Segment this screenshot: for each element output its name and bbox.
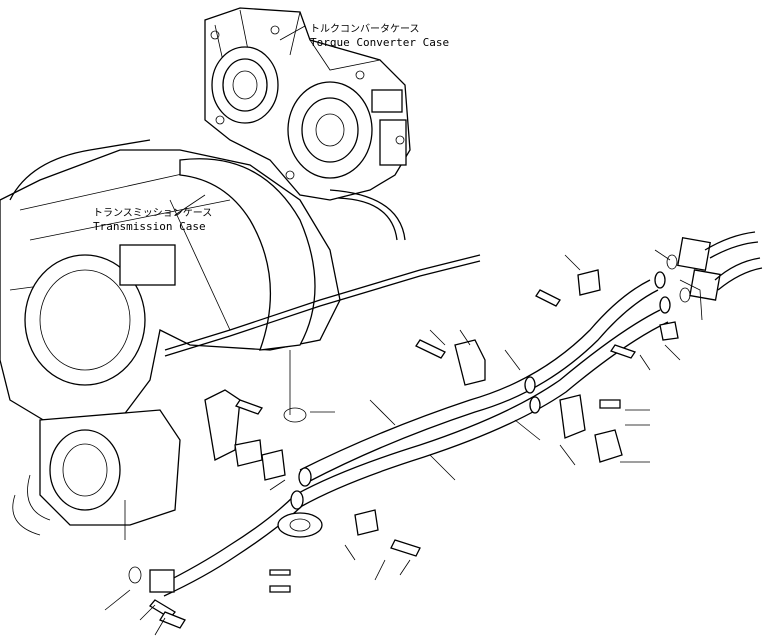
torque-converter-case-label-jp: トルクコンバータケース bbox=[310, 23, 420, 35]
hose-lower bbox=[159, 309, 669, 597]
transmission-case-label-en: Transmission Case bbox=[93, 220, 206, 233]
torque-converter-case-label-en: Torque Converter Case bbox=[310, 36, 449, 49]
transmission-case bbox=[0, 139, 481, 431]
lower-left-fitting bbox=[128, 566, 186, 629]
lower-housing bbox=[12, 409, 181, 536]
leader-lines bbox=[104, 25, 703, 636]
upper-right-fittings bbox=[654, 231, 763, 314]
clamps-brackets bbox=[204, 269, 679, 557]
torque-converter-case bbox=[204, 7, 411, 201]
center-flange bbox=[269, 407, 323, 593]
hose-upper bbox=[298, 279, 659, 487]
transmission-case-label-jp: トランスミッションケース bbox=[93, 207, 212, 219]
